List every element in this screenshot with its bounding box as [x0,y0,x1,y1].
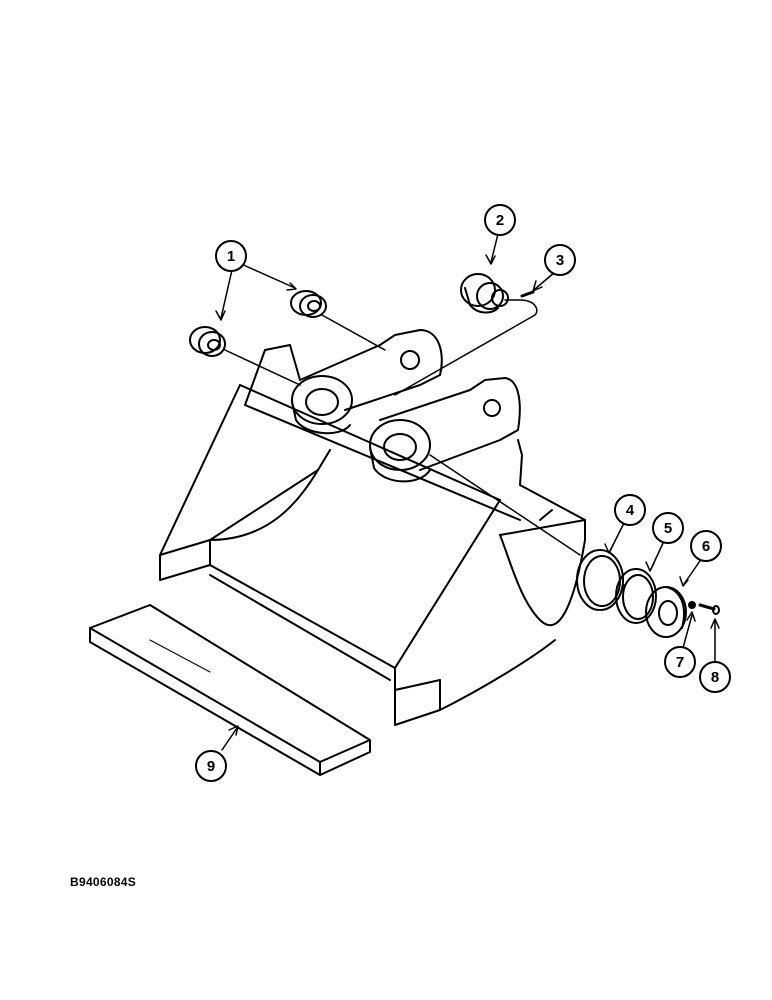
callout-1: 1 [215,240,247,272]
mounting-ears [291,329,521,483]
svg-text:4: 4 [626,502,635,519]
bushing-upper [290,290,327,318]
svg-text:1: 1 [227,248,235,265]
shim-5 [615,568,657,624]
assembly-lines [224,299,625,589]
callout-4: 4 [614,494,646,526]
svg-text:9: 9 [207,758,215,775]
callout-6: 6 [690,530,722,562]
callout-9: 9 [195,750,227,782]
svg-text:8: 8 [711,669,719,686]
callout-leaders [215,233,720,751]
pivot-pin [460,273,509,314]
svg-text:5: 5 [664,520,672,537]
svg-text:7: 7 [676,654,684,671]
cap-screw [698,603,720,615]
figure-code: B9406084S [70,875,137,889]
callout-2: 2 [484,204,516,236]
callout-3: 3 [544,244,576,276]
callout-7: 7 [664,646,696,678]
bucket-body [159,344,586,726]
cutting-edge [89,604,371,776]
roll-pin [520,290,535,298]
svg-text:6: 6 [702,538,710,555]
svg-text:3: 3 [556,252,564,269]
bushing-lower [189,326,226,357]
callout-8: 8 [699,661,731,693]
callout-5: 5 [652,512,684,544]
svg-text:2: 2 [496,212,504,229]
end-plate-6 [645,586,687,638]
lock-washer [688,601,696,609]
